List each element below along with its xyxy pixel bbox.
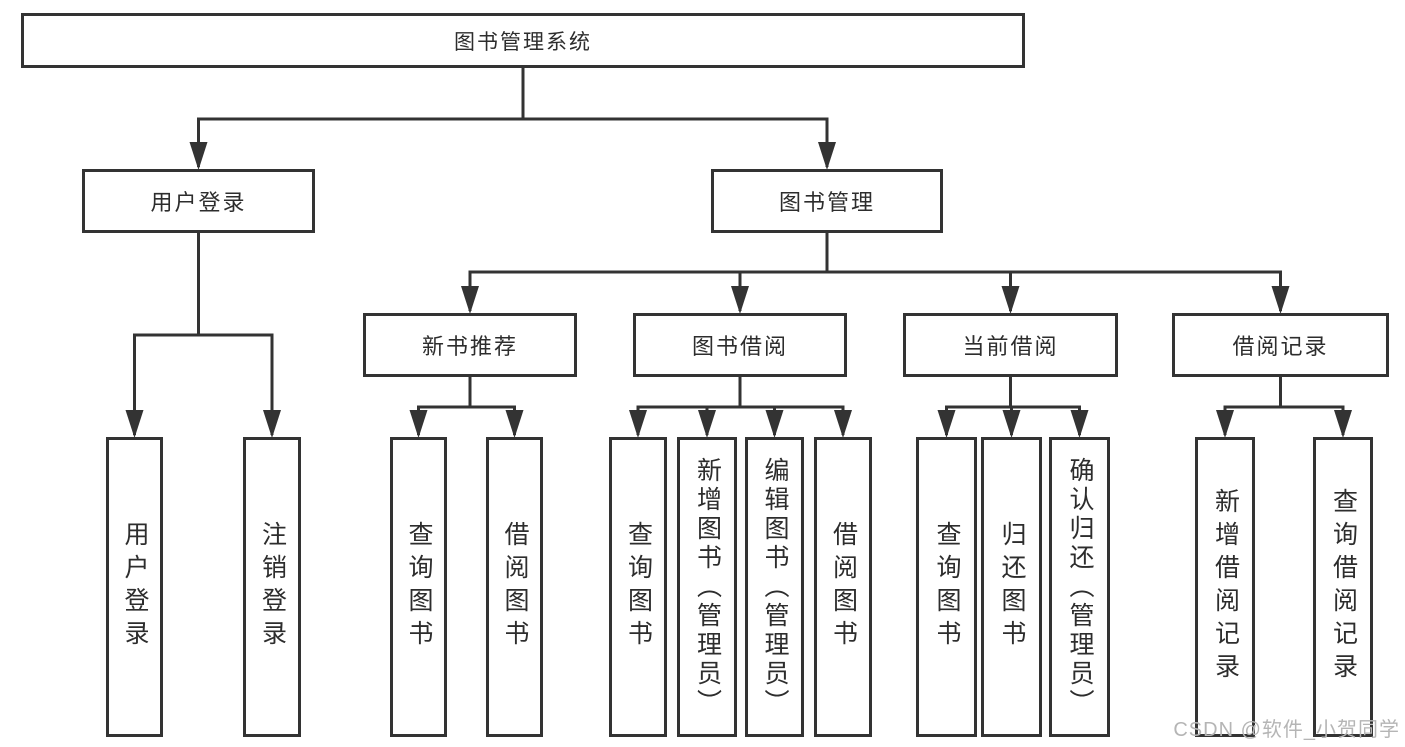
node-label-query-borrow-record: 查询借阅记录 (1329, 488, 1358, 686)
node-confirm-return: 确认归还（管理员） (1049, 437, 1110, 737)
arrowhead-icon (505, 410, 524, 438)
arrowhead-icon (189, 142, 208, 170)
arrowhead-icon (765, 410, 784, 438)
arrowhead-icon (698, 410, 716, 438)
node-edit-book: 编辑图书（管理员） (745, 437, 804, 737)
node-query-borrow-record: 查询借阅记录 (1313, 437, 1373, 737)
arrowhead-icon (409, 410, 428, 438)
arrowhead-icon (1271, 286, 1290, 314)
arrowhead-icon (263, 410, 281, 438)
node-label-add-book: 新增图书（管理员） (693, 456, 722, 718)
node-label-book-borrow: 图书借阅 (691, 334, 788, 359)
arrowhead-icon (1070, 410, 1089, 438)
node-new-book-rec: 新书推荐 (363, 313, 577, 377)
arrowhead-icon (125, 410, 144, 438)
watermark: CSDN @软件_小贺同学 (1173, 719, 1400, 741)
node-label-return-book: 归还图书 (998, 521, 1026, 653)
node-current-borrow: 当前借阅 (903, 313, 1118, 377)
node-label-current-borrow: 当前借阅 (962, 334, 1059, 359)
arrowhead-icon (1216, 410, 1234, 438)
node-label-borrow-book-rec: 借阅图书 (501, 521, 529, 653)
node-borrow-records: 借阅记录 (1172, 313, 1389, 377)
arrowhead-icon (629, 410, 647, 438)
node-label-logout: 注销登录 (258, 521, 287, 653)
arrowhead-icon (461, 286, 479, 314)
node-label-confirm-return: 确认归还（管理员） (1066, 456, 1094, 718)
node-query-book-current: 查询图书 (916, 437, 977, 737)
node-label-book-mgmt: 图书管理 (778, 190, 875, 215)
node-label-borrow-records: 借阅记录 (1232, 334, 1329, 359)
node-label-query-book-current: 查询图书 (933, 521, 961, 653)
node-add-book: 新增图书（管理员） (677, 437, 737, 737)
node-user-login: 用户登录 (82, 169, 315, 233)
arrowhead-icon (1002, 410, 1021, 438)
arrowhead-icon (1001, 286, 1020, 314)
node-book-borrow: 图书借阅 (633, 313, 847, 377)
node-query-book-rec: 查询图书 (390, 437, 447, 737)
node-label-root: 图书管理系统 (454, 30, 592, 54)
node-return-book: 归还图书 (981, 437, 1042, 737)
node-login: 用户登录 (106, 437, 163, 737)
node-label-login: 用户登录 (121, 521, 149, 653)
arrowhead-icon (1334, 410, 1352, 438)
node-label-query-book-rec: 查询图书 (405, 521, 433, 653)
node-label-user-login: 用户登录 (150, 190, 247, 215)
node-label-add-borrow-record: 新增借阅记录 (1211, 488, 1240, 686)
arrowhead-icon (834, 410, 852, 438)
node-book-mgmt: 图书管理 (711, 169, 943, 233)
node-root: 图书管理系统 (21, 13, 1025, 68)
node-label-query-book-borrow: 查询图书 (624, 521, 653, 653)
arrowhead-icon (818, 142, 836, 170)
node-label-new-book-rec: 新书推荐 (421, 334, 518, 359)
node-label-borrow-book: 借阅图书 (829, 521, 858, 653)
node-borrow-book: 借阅图书 (814, 437, 872, 737)
arrowhead-icon (731, 286, 749, 314)
node-label-edit-book: 编辑图书（管理员） (761, 456, 789, 718)
node-logout: 注销登录 (243, 437, 301, 737)
arrowhead-icon (937, 410, 956, 438)
node-borrow-book-rec: 借阅图书 (486, 437, 543, 737)
node-query-book-borrow: 查询图书 (609, 437, 667, 737)
node-add-borrow-record: 新增借阅记录 (1195, 437, 1255, 737)
